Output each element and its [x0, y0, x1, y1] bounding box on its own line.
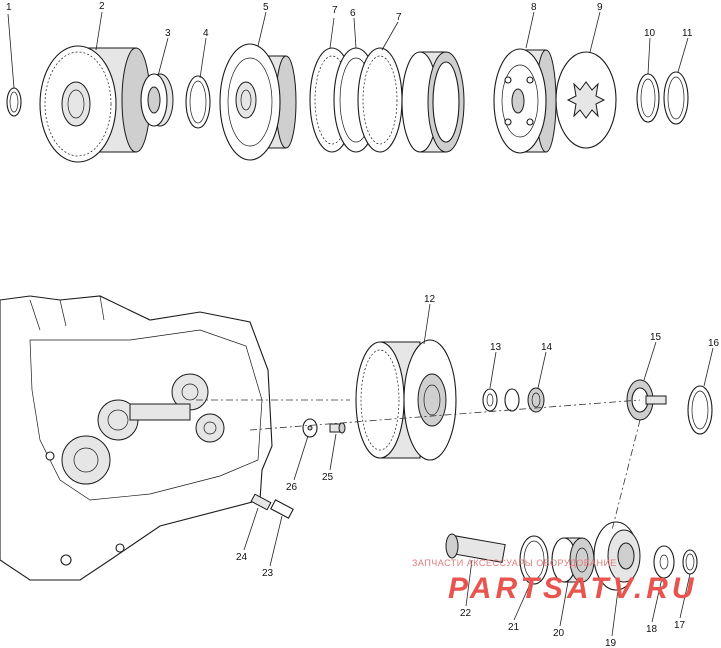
- part-18-washer: [653, 545, 675, 579]
- part-16-snap-ring: [687, 385, 713, 435]
- part-1-snap-ring: [6, 87, 22, 117]
- callout-5: 5: [263, 2, 269, 13]
- part-2-large-gear: [39, 45, 151, 163]
- callout-12: 12: [424, 294, 436, 305]
- leader-lines: [7, 11, 714, 637]
- part-19-housing: [593, 521, 641, 591]
- part-4-retaining-ring: [185, 75, 211, 129]
- part-9-diaphragm-spring: [555, 51, 617, 149]
- callout-4: 4: [203, 28, 209, 39]
- part-22-shaft: [445, 533, 506, 563]
- callout-21: 21: [508, 622, 520, 633]
- callout-7b: 7: [396, 12, 402, 23]
- callout-9: 9: [597, 2, 603, 13]
- watermark-brand: PARTSATV.RU: [448, 572, 698, 605]
- part-25-bolt: [329, 422, 346, 434]
- callout-15: 15: [650, 332, 662, 343]
- part-8-pressure-plate: [493, 48, 557, 154]
- part-3-bearing: [140, 73, 174, 127]
- part-26-washer: [302, 418, 318, 438]
- part-20-bearing: [551, 537, 595, 583]
- part-24-dowel-pin: [250, 493, 272, 511]
- part-13-washer: [482, 388, 498, 412]
- part-7-friction-disc-b: [357, 47, 403, 153]
- part-5-clutch-hub: [219, 43, 297, 161]
- part-10-circlip: [636, 73, 660, 123]
- callout-8: 8: [531, 2, 537, 13]
- part-15-oil-pump-rotor: [626, 379, 667, 421]
- callout-26: 26: [286, 482, 298, 493]
- callout-1: 1: [6, 2, 12, 13]
- part-21-seal-ring: [519, 535, 549, 585]
- callout-23: 23: [262, 568, 274, 579]
- callout-11: 11: [682, 28, 693, 39]
- callout-3: 3: [165, 28, 171, 39]
- callout-16: 16: [708, 338, 720, 349]
- watermark: ЗАПЧАСТИ АКСЕССУАРЫ ОБОРУДОВАНИЕ PARTSAT…: [412, 558, 698, 605]
- engine-crankcase: [0, 295, 273, 581]
- assembly-axes: [196, 399, 641, 531]
- callout-7a: 7: [332, 5, 338, 16]
- part-11-circlip: [663, 71, 689, 125]
- callout-17: 17: [674, 620, 686, 631]
- part-14-nut: [504, 387, 545, 413]
- part-23-dowel-pin: [270, 499, 294, 519]
- callout-19: 19: [605, 638, 617, 648]
- callout-6: 6: [350, 8, 356, 19]
- callout-22: 22: [460, 608, 472, 619]
- callout-numbers: 1 2 3 4 5 7 6 7 8 9 10 11 12 13 14 15 16…: [6, 1, 720, 648]
- clutch-drum: [401, 51, 465, 153]
- callout-2: 2: [99, 1, 105, 12]
- part-12-driven-gear: [355, 339, 457, 461]
- callout-18: 18: [646, 624, 658, 635]
- part-17-seal: [682, 549, 698, 575]
- callout-10: 10: [644, 28, 656, 39]
- callout-13: 13: [490, 342, 502, 353]
- callout-24: 24: [236, 552, 248, 563]
- watermark-tagline: ЗАПЧАСТИ АКСЕССУАРЫ ОБОРУДОВАНИЕ: [412, 558, 617, 568]
- callout-14: 14: [541, 342, 553, 353]
- callout-25: 25: [322, 472, 334, 483]
- callout-20: 20: [553, 628, 565, 639]
